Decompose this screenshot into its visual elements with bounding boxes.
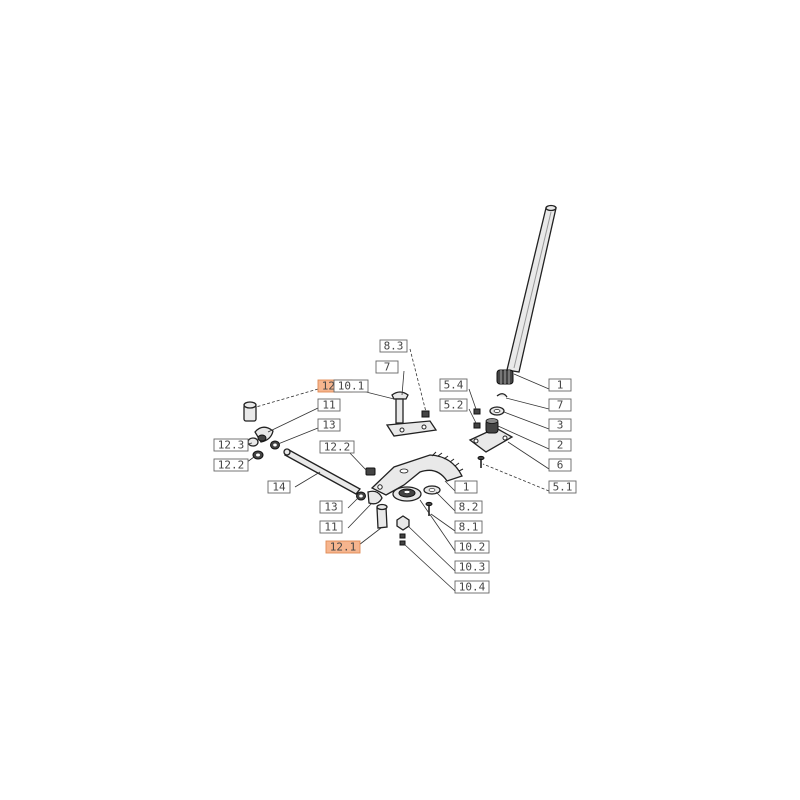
part-label-7: 7 bbox=[548, 399, 572, 412]
part-label-text: 10.3 bbox=[459, 561, 486, 574]
part-label-12-3: 12.3 bbox=[213, 439, 249, 452]
part-label-8-1: 8.1 bbox=[454, 521, 483, 534]
part-label-8-2: 8.2 bbox=[454, 501, 483, 514]
part-label-text: 8.3 bbox=[384, 340, 404, 353]
part-label-13: 13 bbox=[317, 419, 341, 432]
part-label-10-3: 10.3 bbox=[454, 561, 490, 574]
part-label-text: 10.2 bbox=[459, 541, 486, 554]
part-label-2: 2 bbox=[548, 439, 572, 452]
part-label-10-4: 10.4 bbox=[454, 581, 490, 594]
part-label-5-4: 5.4 bbox=[439, 379, 468, 392]
right-bracket bbox=[468, 418, 514, 468]
bushing-stack bbox=[392, 485, 441, 516]
part-label-text: 12.1 bbox=[330, 541, 357, 554]
part-label-text: 7 bbox=[384, 361, 391, 374]
part-label-text: 12.3 bbox=[218, 439, 245, 452]
upper-plate bbox=[385, 391, 438, 437]
part-label-7: 7 bbox=[375, 361, 399, 374]
part-label-3: 3 bbox=[548, 419, 572, 432]
part-label-text: 8.1 bbox=[459, 521, 479, 534]
part-label-5-1: 5.1 bbox=[548, 481, 577, 494]
part-label-12-2: 12.2 bbox=[213, 459, 249, 472]
part-label-13: 13 bbox=[319, 501, 343, 514]
part-label-text: 12.2 bbox=[324, 441, 351, 454]
part-labels: 12.1111312.312.212.214131112.1710.18.35.… bbox=[213, 340, 577, 594]
part-label-text: 5.2 bbox=[444, 399, 464, 412]
part-label-text: 5.1 bbox=[553, 481, 573, 494]
part-label-text: 13 bbox=[322, 419, 335, 432]
part-label-text: 10.1 bbox=[338, 380, 365, 393]
part-label-text: 13 bbox=[324, 501, 337, 514]
nut-stack bbox=[396, 515, 410, 546]
small-nuts bbox=[473, 408, 481, 429]
part-label-12-2: 12.2 bbox=[319, 441, 355, 454]
leader-lines bbox=[242, 348, 550, 592]
part-label-text: 12.2 bbox=[218, 459, 245, 472]
part-label-text: 6 bbox=[557, 459, 564, 472]
part-label-text: 1 bbox=[463, 481, 470, 494]
part-label-text: 5.4 bbox=[444, 379, 464, 392]
part-label-text: 14 bbox=[272, 481, 286, 494]
part-label-text: 11 bbox=[322, 399, 335, 412]
part-label-12-1: 12.1 bbox=[325, 541, 361, 554]
part-label-text: 3 bbox=[557, 419, 564, 432]
right-ball-joint bbox=[356, 490, 388, 529]
clip-and-washer bbox=[489, 393, 508, 416]
part-label-text: 1 bbox=[557, 379, 564, 392]
part-label-8-3: 8.3 bbox=[379, 340, 408, 353]
part-label-10-2: 10.2 bbox=[454, 541, 490, 554]
part-label-5-2: 5.2 bbox=[439, 399, 468, 412]
part-label-14: 14 bbox=[267, 481, 291, 494]
tie-rod bbox=[283, 448, 361, 495]
part-label-1: 1 bbox=[454, 481, 478, 494]
part-label-11: 11 bbox=[317, 399, 341, 412]
part-label-text: 2 bbox=[557, 439, 564, 452]
part-label-text: 10.4 bbox=[459, 581, 486, 594]
part-label-text: 11 bbox=[324, 521, 337, 534]
part-label-text: 7 bbox=[557, 399, 564, 412]
sector-gear bbox=[365, 451, 464, 496]
part-label-10-1: 10.1 bbox=[333, 380, 369, 393]
steering-column bbox=[496, 204, 557, 385]
left-ball-joint bbox=[243, 401, 280, 460]
part-label-11: 11 bbox=[319, 521, 343, 534]
part-label-1: 1 bbox=[548, 379, 572, 392]
part-label-text: 8.2 bbox=[459, 501, 479, 514]
part-label-6: 6 bbox=[548, 459, 572, 472]
